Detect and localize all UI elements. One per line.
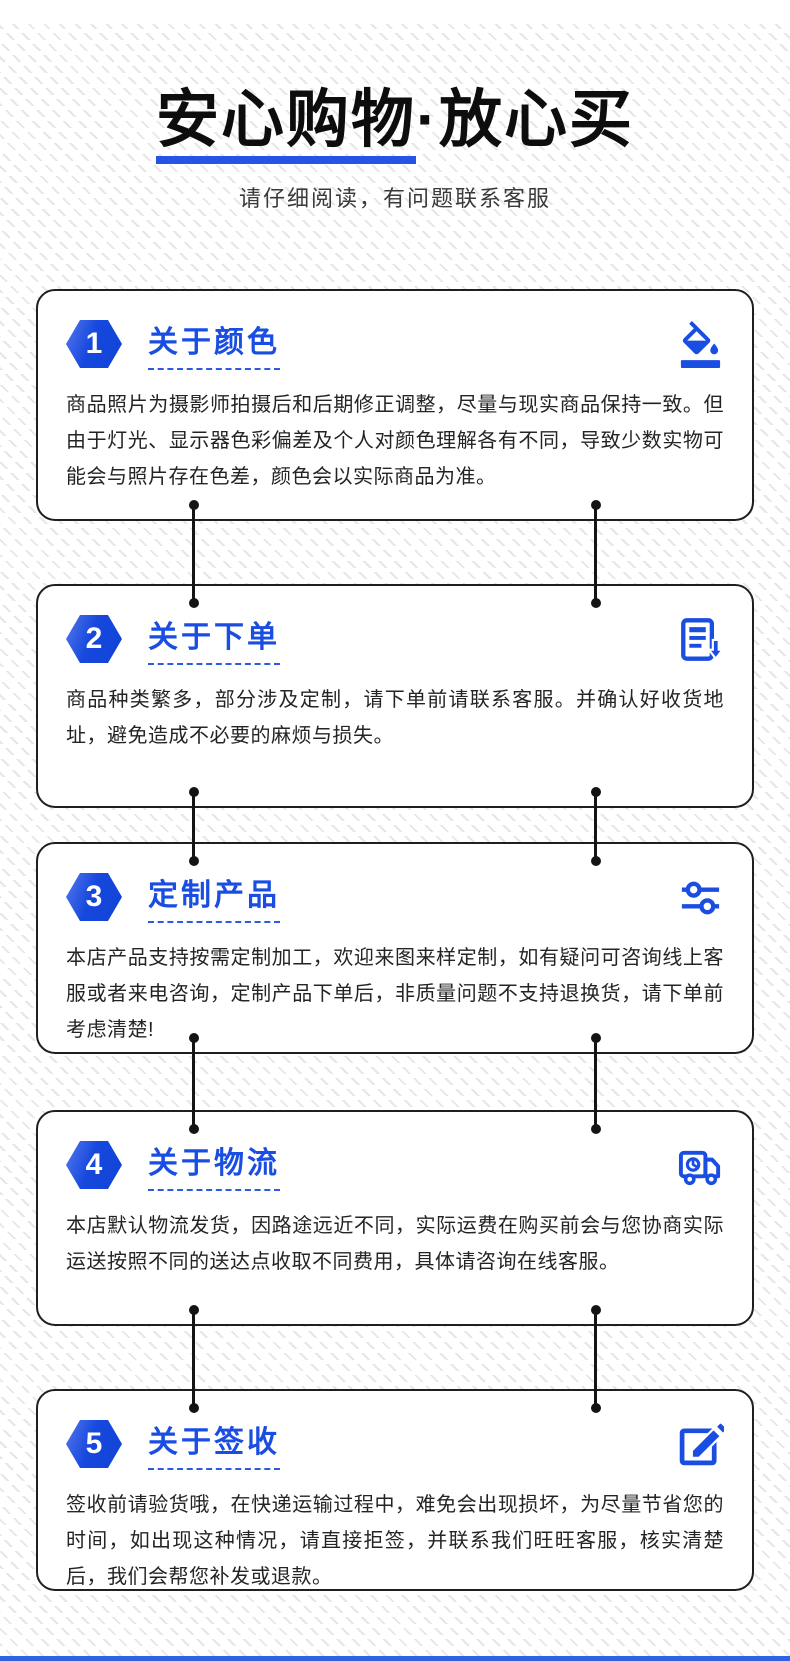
step-number: 1 <box>85 327 103 360</box>
paint-fill-icon <box>677 320 724 368</box>
step-number: 2 <box>85 622 103 655</box>
step-number: 5 <box>85 1427 103 1460</box>
order-list-icon <box>677 616 724 663</box>
card-header: 3 定制产品 <box>66 870 724 924</box>
card-title: 关于颜色 <box>148 317 280 370</box>
card-body-text: 本店默认物流发货，因路途远近不同，实际运费在购买前会与您协商实际运送按照不同的送… <box>66 1215 724 1273</box>
info-card-receipt: 5 关于签收 签收前请验货哦，在快递运输过程中，难免会出现损坏，为尽量节省您的时… <box>36 1389 754 1591</box>
connector-line <box>188 500 199 608</box>
info-card-color: 1 关于颜色 商品照片为摄影师拍摄后和后期修正调整，尽量与现实商品保持一致。但由… <box>36 289 754 521</box>
top-strip <box>0 0 790 24</box>
connector-gap <box>0 500 790 608</box>
connector-gap <box>0 1305 790 1413</box>
card-body-text: 商品种类繁多，部分涉及定制，请下单前请联系客服。并确认好收货地址，避免造成不必要… <box>66 689 724 747</box>
connector-line <box>188 1033 199 1134</box>
step-number-badge: 4 <box>66 1141 122 1189</box>
sliders-icon <box>677 874 724 921</box>
connector-gap <box>0 1033 790 1134</box>
page-title-rest: ·放心买 <box>416 85 634 155</box>
card-title: 定制产品 <box>148 870 280 923</box>
card-title: 关于物流 <box>148 1138 280 1191</box>
connector-line <box>188 1305 199 1413</box>
step-number: 4 <box>85 1148 103 1181</box>
bottom-accent-bar <box>0 1656 790 1661</box>
card-header: 5 关于签收 <box>66 1417 724 1471</box>
delivery-truck-icon <box>677 1142 724 1189</box>
info-card-logistics: 4 关于物流 本店默认物流发货，因路途远近不同，实际运费在购买前会与您协商实际运… <box>36 1110 754 1326</box>
info-card-order: 2 关于下单 商品种类繁多，部分涉及定制，请下单前请联系客服。并确认好收货地址，… <box>36 584 754 808</box>
card-header: 2 关于下单 <box>66 612 724 666</box>
connector-line <box>590 1033 601 1134</box>
sign-receipt-icon <box>677 1421 724 1468</box>
connector-line <box>590 500 601 608</box>
step-number-badge: 3 <box>66 873 122 921</box>
card-header: 1 关于颜色 <box>66 317 724 371</box>
connector-line <box>188 787 199 866</box>
page-subtitle: 请仔细阅读，有问题联系客服 <box>238 186 551 211</box>
card-title: 关于下单 <box>148 612 280 665</box>
connector-line <box>590 787 601 866</box>
step-number-badge: 1 <box>66 320 122 368</box>
step-number-badge: 5 <box>66 1420 122 1468</box>
card-body-text: 商品照片为摄影师拍摄后和后期修正调整，尽量与现实商品保持一致。但由于灯光、显示器… <box>66 394 724 488</box>
info-card-custom: 3 定制产品 本店产品支持按需定制加工，欢迎来图来样定制，如有疑问可咨询线上客服… <box>36 842 754 1054</box>
connector-gap <box>0 787 790 866</box>
page-title-underlined: 安心购物 <box>156 84 416 164</box>
step-number: 3 <box>85 880 103 913</box>
card-body-text: 签收前请验货哦，在快递运输过程中，难免会出现损坏，为尽量节省您的时间，如出现这种… <box>66 1494 724 1588</box>
card-title: 关于签收 <box>148 1417 280 1470</box>
card-header: 4 关于物流 <box>66 1138 724 1192</box>
step-number-badge: 2 <box>66 615 122 663</box>
page-header: 安心购物·放心买 请仔细阅读，有问题联系客服 <box>0 0 790 214</box>
page-title: 安心购物·放心买 <box>0 84 790 164</box>
connector-line <box>590 1305 601 1413</box>
card-body-text: 本店产品支持按需定制加工，欢迎来图来样定制，如有疑问可咨询线上客服或者来电咨询，… <box>66 947 724 1041</box>
